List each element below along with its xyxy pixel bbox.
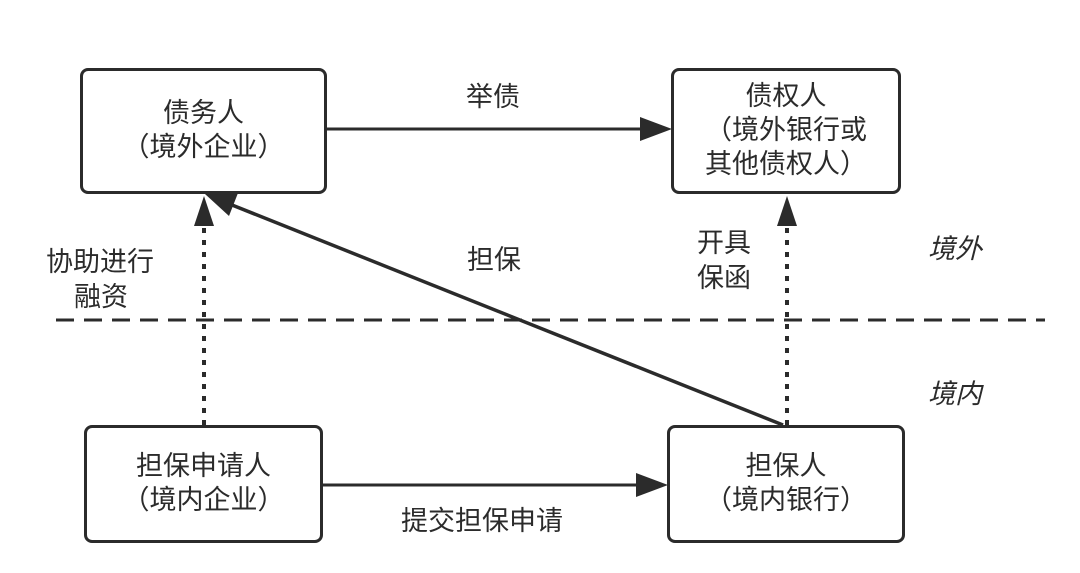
guarantor-subtitle: （境内银行）: [705, 485, 867, 516]
creditor-subtitle-2: 其他债权人）: [705, 149, 867, 180]
creditor-title: 债权人: [745, 81, 827, 112]
applicant-node: 担保申请人 （境内企业）: [84, 425, 323, 543]
onshore-zone-label: 境内: [928, 379, 982, 410]
issue-letter-label-2: 保函: [697, 263, 751, 294]
debtor-subtitle: （境外企业）: [122, 132, 285, 163]
debtor-title: 债务人: [163, 98, 244, 129]
submit-application-arrowhead: [636, 473, 668, 497]
assist-financing-label-2: 融资: [74, 282, 128, 313]
assist-financing-arrowhead: [194, 196, 214, 226]
issue-letter-arrowhead: [777, 196, 797, 226]
assist-financing-label-1: 协助进行: [46, 247, 154, 278]
applicant-subtitle: （境内企业）: [122, 485, 285, 516]
issue-debt-arrowhead: [640, 117, 672, 141]
debtor-node: 债务人 （境外企业）: [80, 68, 327, 194]
issue-letter-label-1: 开具: [697, 228, 751, 259]
creditor-node: 债权人 （境外银行或 其他债权人）: [671, 68, 901, 194]
guarantor-title: 担保人: [745, 451, 827, 482]
offshore-zone-label: 境外: [928, 234, 982, 265]
guarantor-node: 担保人 （境内银行）: [667, 425, 905, 543]
guarantee-arrow: [231, 203, 784, 427]
guarantee-label: 担保: [467, 245, 521, 276]
applicant-title: 担保申请人: [136, 451, 271, 482]
guarantee-arrowhead: [205, 193, 238, 216]
submit-application-label: 提交担保申请: [401, 506, 563, 537]
issue-debt-label: 举债: [466, 82, 520, 113]
creditor-subtitle-1: （境外银行或: [705, 115, 867, 146]
